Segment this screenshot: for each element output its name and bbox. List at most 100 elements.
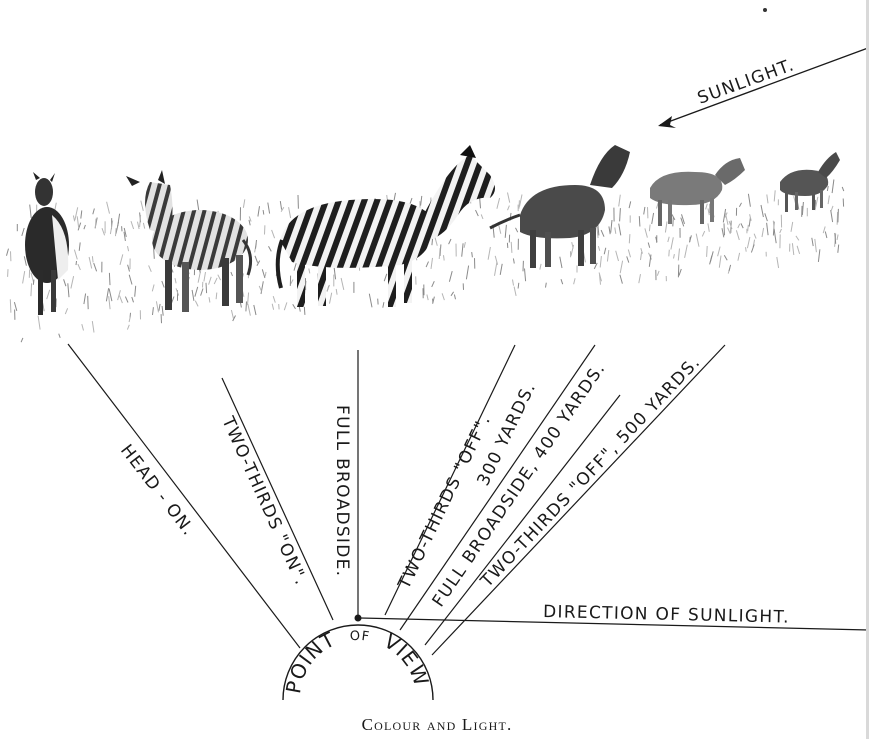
grass-blade: [128, 265, 130, 272]
grass-blade: [837, 212, 838, 225]
grass-blade: [513, 258, 514, 263]
grass-blade: [738, 253, 740, 261]
grass-blade: [84, 294, 86, 305]
grass-blade: [628, 250, 630, 258]
grass-blade: [748, 225, 749, 231]
grass-blade: [93, 209, 95, 215]
grass-blade: [88, 296, 89, 309]
grass-blade: [269, 246, 272, 251]
grass-blade: [261, 281, 263, 294]
grass-blade: [120, 296, 123, 304]
grass-blade: [71, 276, 74, 288]
grass-blade: [309, 269, 310, 274]
grass-blade: [21, 338, 23, 342]
grass-blade: [609, 226, 610, 234]
grass-blade: [410, 198, 412, 204]
grass-blade: [480, 197, 481, 208]
grass-blade: [249, 220, 250, 225]
grass-blade: [216, 293, 217, 300]
grass-blade: [511, 242, 512, 253]
grass-blade: [248, 293, 249, 306]
grass-blade: [791, 222, 793, 232]
grass-blade: [118, 290, 121, 300]
grass-blade: [109, 296, 110, 309]
grass-blade: [657, 203, 659, 209]
grass-blade: [427, 295, 428, 301]
grass-blade: [774, 190, 775, 201]
grass-blade: [294, 263, 296, 270]
grass-blade: [449, 239, 451, 244]
grass-blade: [818, 249, 820, 262]
grass-blade: [152, 285, 154, 292]
grass-blade: [243, 199, 244, 208]
grass-blade: [777, 257, 779, 268]
grass-band: [7, 180, 844, 343]
grass-blade: [162, 281, 164, 288]
grass-blade: [431, 258, 433, 269]
grass-blade: [648, 243, 650, 248]
grass-blade: [812, 238, 813, 246]
grass-blade: [619, 195, 621, 207]
grass-blade: [38, 316, 40, 330]
grass-blade: [73, 216, 74, 222]
grass-blade: [265, 272, 266, 277]
grass-blade: [143, 223, 144, 229]
grass-blade: [842, 187, 844, 191]
grass-blade: [746, 247, 747, 252]
grass-blade: [31, 283, 32, 296]
grass-blade: [246, 302, 247, 312]
grass-blade: [138, 222, 140, 229]
grass-blade: [831, 210, 833, 222]
grass-blade: [685, 245, 688, 258]
grass-blade: [426, 262, 428, 268]
grass-blade: [718, 247, 721, 257]
zebra-full-broadside-400: [650, 158, 745, 226]
grass-blade: [669, 250, 670, 257]
grass-blade: [690, 237, 691, 242]
grass-blade: [262, 269, 265, 278]
grass-blade: [201, 289, 203, 296]
grass-blade: [707, 246, 708, 257]
grass-blade: [369, 294, 372, 308]
grass-blade: [77, 216, 79, 228]
grass-blade: [106, 288, 108, 301]
grass-blade: [327, 285, 330, 292]
grass-blade: [127, 325, 129, 330]
grass-blade: [495, 262, 497, 276]
grass-blade: [645, 228, 648, 237]
grass-blade: [774, 229, 776, 243]
grass-blade: [254, 305, 256, 315]
grass-blade: [792, 243, 793, 255]
grass-blade: [616, 251, 619, 261]
sunlight-label: SUNLIGHT.: [695, 55, 798, 109]
grass-blade: [218, 275, 221, 280]
pov-word-of: OF: [350, 629, 371, 645]
grass-blade: [89, 257, 92, 269]
point-of-view-label: POINT OF VIEW: [281, 623, 434, 695]
grass-blade: [95, 219, 96, 228]
grass-blade: [678, 249, 679, 261]
grass-blade: [802, 202, 803, 215]
grass-blade: [736, 230, 739, 240]
zebra-two-thirds-off-500: [780, 152, 840, 212]
grass-blade: [334, 268, 335, 279]
grass-blade: [7, 249, 9, 256]
grass-blade: [204, 272, 206, 281]
grass-blade: [129, 275, 132, 285]
grass-blade: [574, 278, 576, 284]
grass-blade: [258, 206, 260, 216]
grass-blade: [644, 207, 645, 215]
zebra-full-broadside: [278, 145, 495, 307]
grass-blade: [641, 252, 642, 260]
grass-blade: [598, 246, 599, 251]
grass-blade: [505, 225, 506, 238]
grass-blade: [724, 255, 727, 260]
grass-blade: [444, 255, 445, 260]
pov-word-point: POINT: [281, 627, 339, 695]
grass-blade: [24, 256, 26, 265]
grass-blade: [209, 297, 210, 302]
grass-blade: [293, 304, 296, 309]
grass-blade: [231, 272, 233, 276]
grass-blade: [330, 293, 332, 304]
grass-blade: [561, 279, 563, 284]
